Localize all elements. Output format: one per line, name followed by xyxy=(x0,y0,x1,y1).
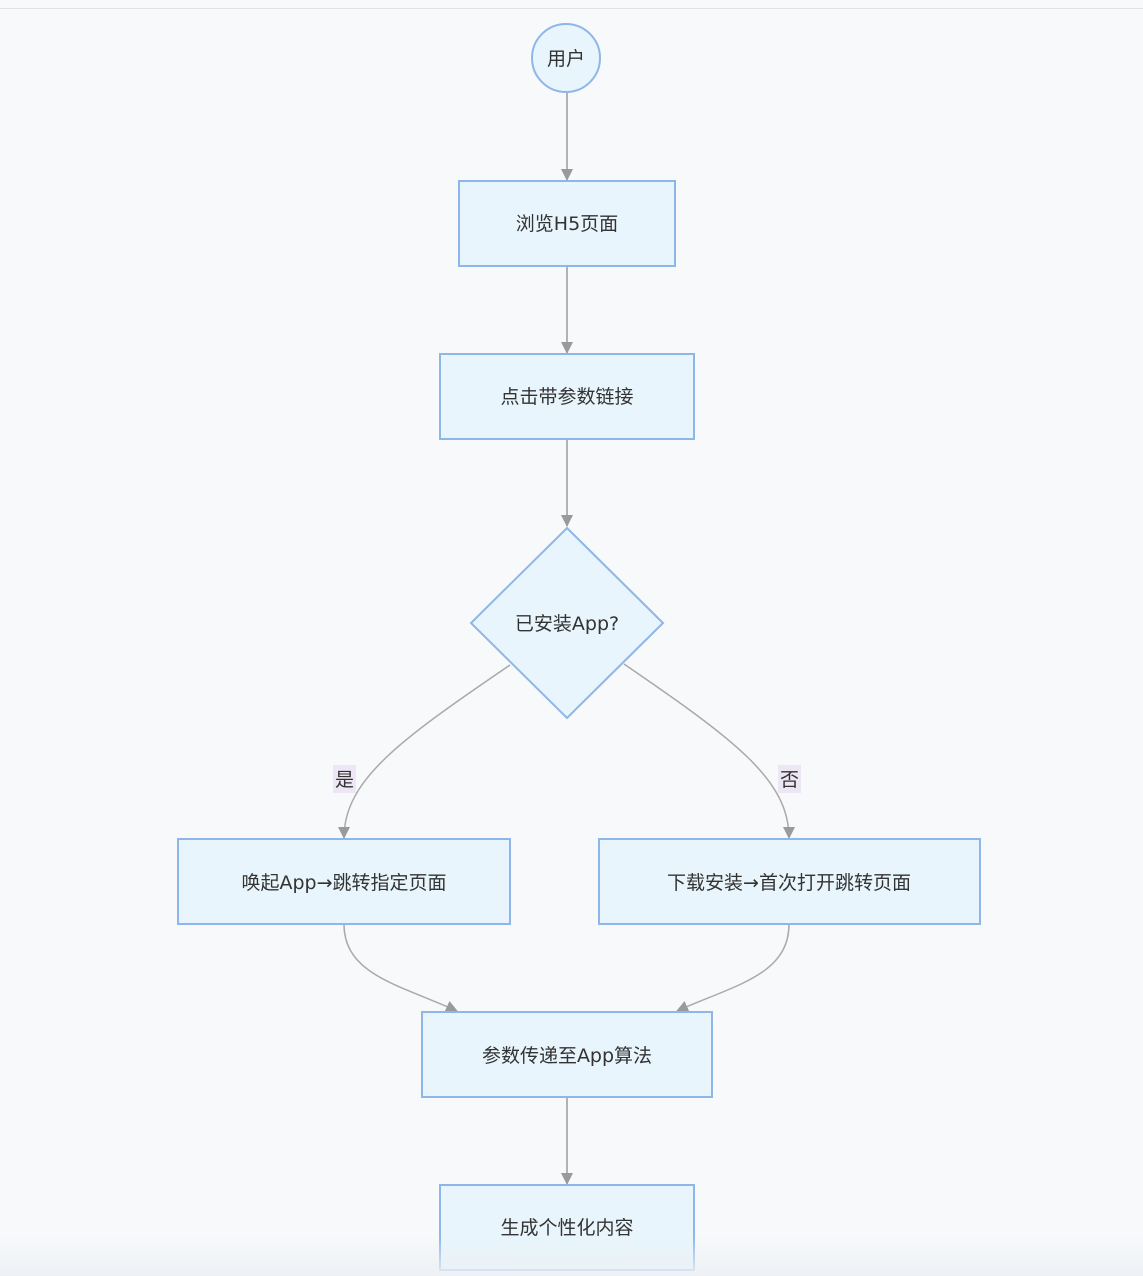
node-user: 用户 xyxy=(531,23,601,93)
edge-download-to-params xyxy=(676,923,790,1012)
node-personalized-label: 生成个性化内容 xyxy=(500,1217,633,1239)
edge-decision-yes xyxy=(338,664,511,839)
edge-label-no: 否 xyxy=(778,765,801,793)
node-wake-app-label: 唤起App→跳转指定页面 xyxy=(241,872,446,894)
node-download-install: 下载安装→首次打开跳转页面 xyxy=(598,838,981,925)
node-personalized: 生成个性化内容 xyxy=(439,1184,695,1271)
node-user-label: 用户 xyxy=(547,48,585,70)
node-click-link: 点击带参数链接 xyxy=(439,353,695,440)
node-wake-app: 唤起App→跳转指定页面 xyxy=(177,838,511,925)
node-pass-params: 参数传递至App算法 xyxy=(421,1011,713,1098)
node-pass-params-label: 参数传递至App算法 xyxy=(482,1045,652,1067)
node-app-installed-decision: 已安装App? xyxy=(469,526,665,720)
node-browse-h5-label: 浏览H5页面 xyxy=(516,213,618,235)
edge-label-yes-text: 是 xyxy=(335,769,354,791)
node-browse-h5: 浏览H5页面 xyxy=(458,180,676,267)
node-click-link-label: 点击带参数链接 xyxy=(500,386,633,408)
node-app-installed-label: 已安装App? xyxy=(515,613,619,635)
node-download-install-label: 下载安装→首次打开跳转页面 xyxy=(667,872,911,894)
top-divider xyxy=(0,8,1143,9)
edge-wake-to-params xyxy=(343,923,458,1012)
edge-label-no-text: 否 xyxy=(780,769,799,791)
edge-label-yes: 是 xyxy=(333,765,356,793)
edges xyxy=(338,93,795,1185)
edge-decision-no xyxy=(623,663,795,839)
